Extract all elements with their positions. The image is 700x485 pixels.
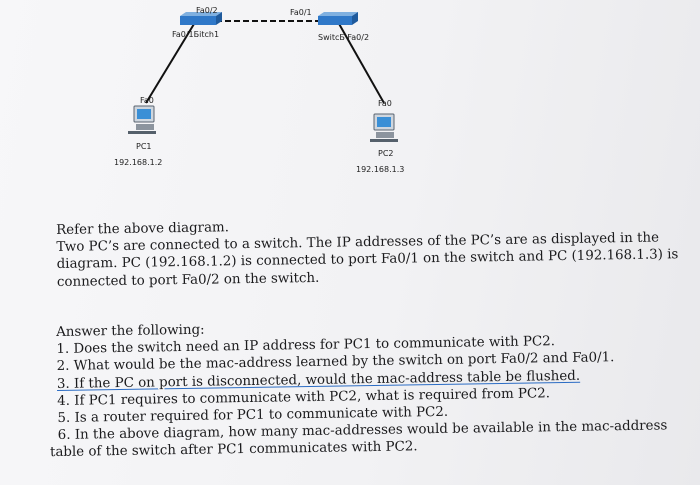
pc1-name: PC1	[136, 142, 152, 151]
pc1-icon	[128, 105, 156, 134]
pc1-port-label: Fa0	[140, 96, 154, 105]
pc2-name: PC2	[378, 149, 394, 158]
problem-statement: Refer the above diagram. Two PC’s are co…	[56, 212, 687, 291]
switch1-icon	[180, 12, 222, 25]
cable-switch2-pc2	[337, 21, 385, 104]
switch1-port-fa02-label: Fa0/2	[196, 6, 218, 15]
switch1-label: Fa0/1Бitch1	[172, 30, 220, 39]
answer-list: Answer the following: 1. Does the switch…	[50, 314, 688, 462]
cable-pc1-switch1	[145, 23, 195, 104]
switch2-icon	[318, 12, 358, 25]
network-diagram	[128, 12, 398, 142]
pc1-ip: 192.168.1.2	[114, 158, 163, 167]
pc2-ip: 192.168.1.3	[356, 165, 405, 174]
pc2-icon	[370, 113, 398, 142]
pc2-port-label: Fa0	[378, 99, 392, 108]
switch2-label: SwitcБ Fa0/2	[318, 33, 370, 42]
switch2-port-fa01-label: Fa0/1	[290, 8, 312, 17]
